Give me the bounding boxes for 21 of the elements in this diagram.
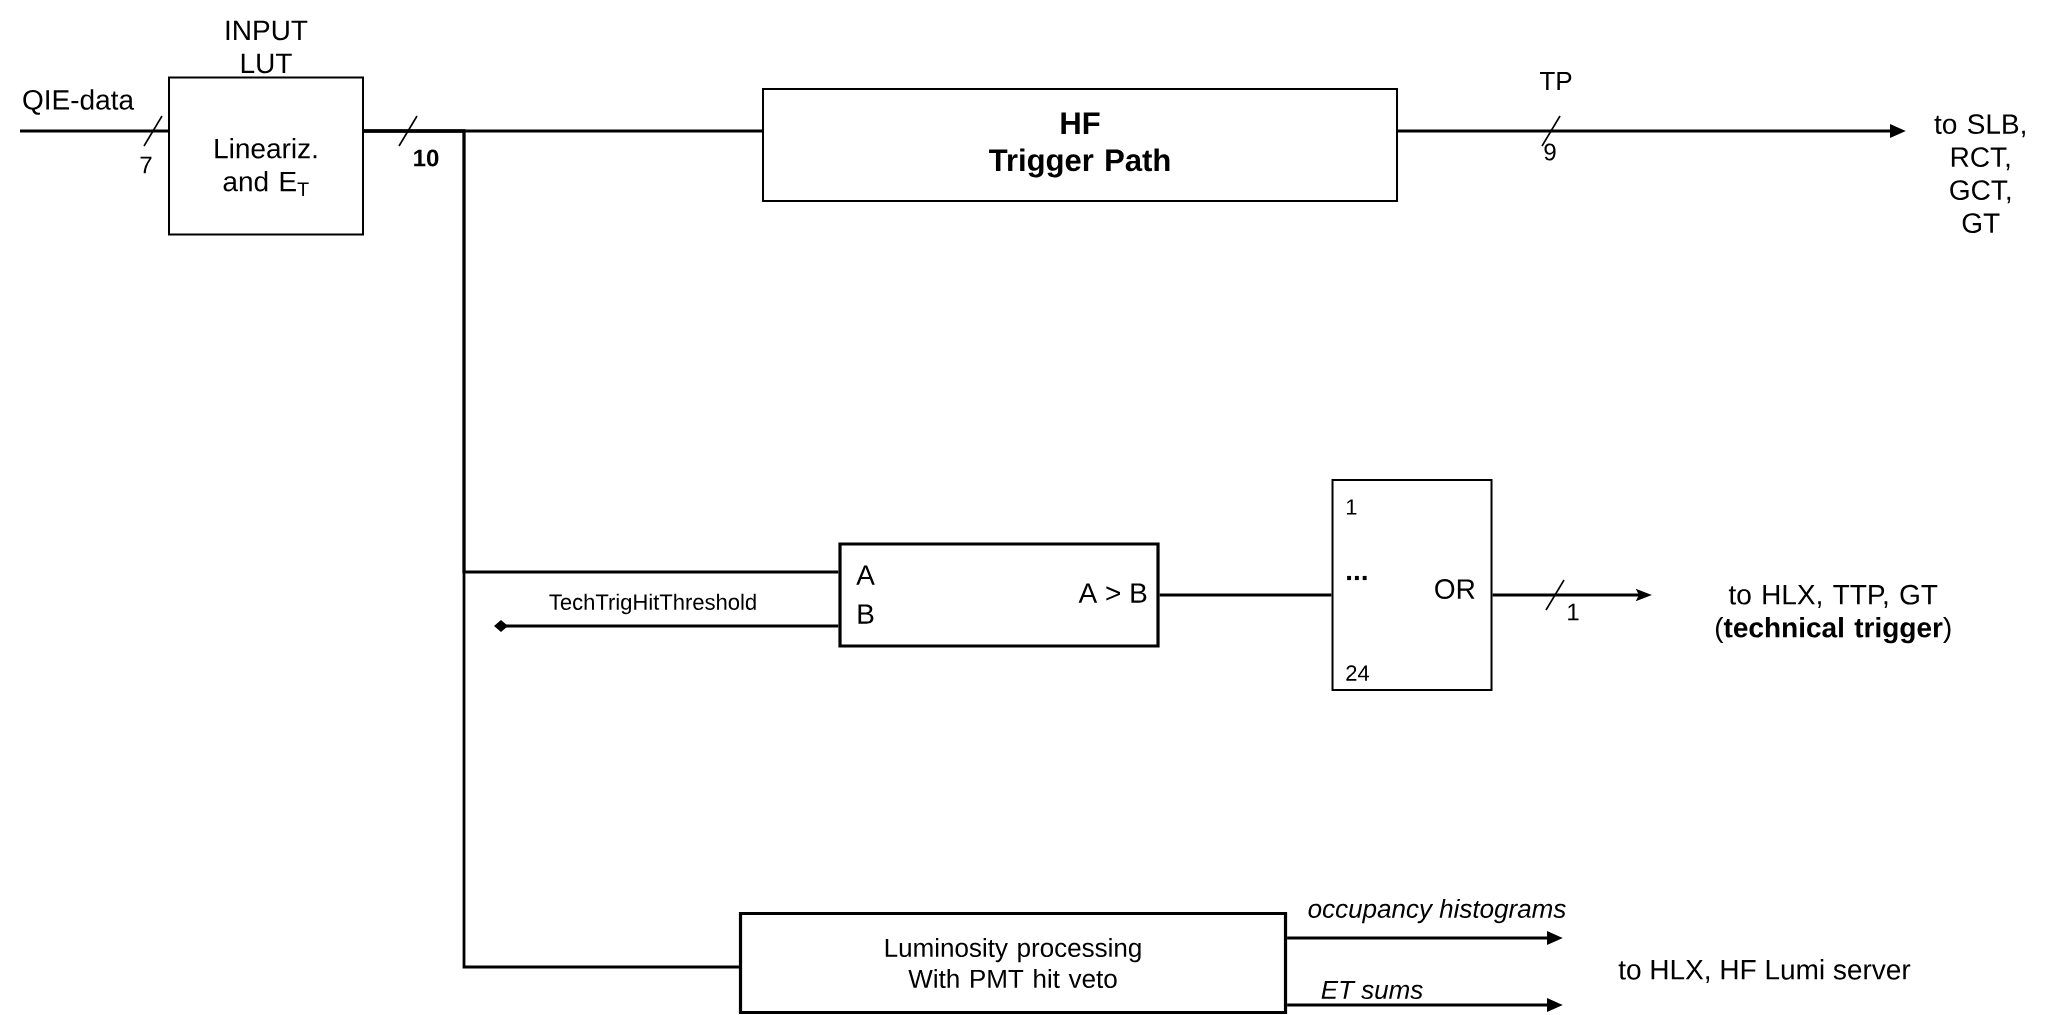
edge-label: QIE-data [21, 88, 136, 116]
process-box: HF Trigger Path [762, 88, 1398, 202]
process-box: Luminosity processing With PMT hit veto [738, 911, 1288, 1015]
bus-width-number: 1 [1568, 603, 1579, 621]
connector-line [364, 129, 739, 969]
edge-label: TP [1538, 71, 1574, 91]
edge-label: TechTrigHitThreshold [547, 592, 759, 616]
bus-width-number: 9 [1544, 143, 1556, 161]
destination-label: to HLX, TTP, GT (technical trigger) [1715, 584, 1951, 644]
or-gate-box: 1 ... OR 24 [1331, 479, 1493, 691]
bus-width-number: 10 [414, 149, 439, 167]
connector-line [20, 129, 168, 133]
connector-line [494, 620, 839, 632]
node-label: INPUT LUT [226, 20, 308, 74]
comparator-box: A B A > B [838, 542, 1160, 648]
connector-line [1159, 593, 1332, 597]
destination-label: to SLB, RCT, GCT, GT [1934, 114, 2025, 233]
edge-label: occupancy histograms [1306, 897, 1568, 925]
destination-label: to HLX, HF Lumi server [1618, 959, 1911, 983]
edge-label: ET sums [1319, 979, 1425, 1001]
process-box: INPUT LUT Lineariz. and E$_{T}$ [168, 20, 364, 236]
